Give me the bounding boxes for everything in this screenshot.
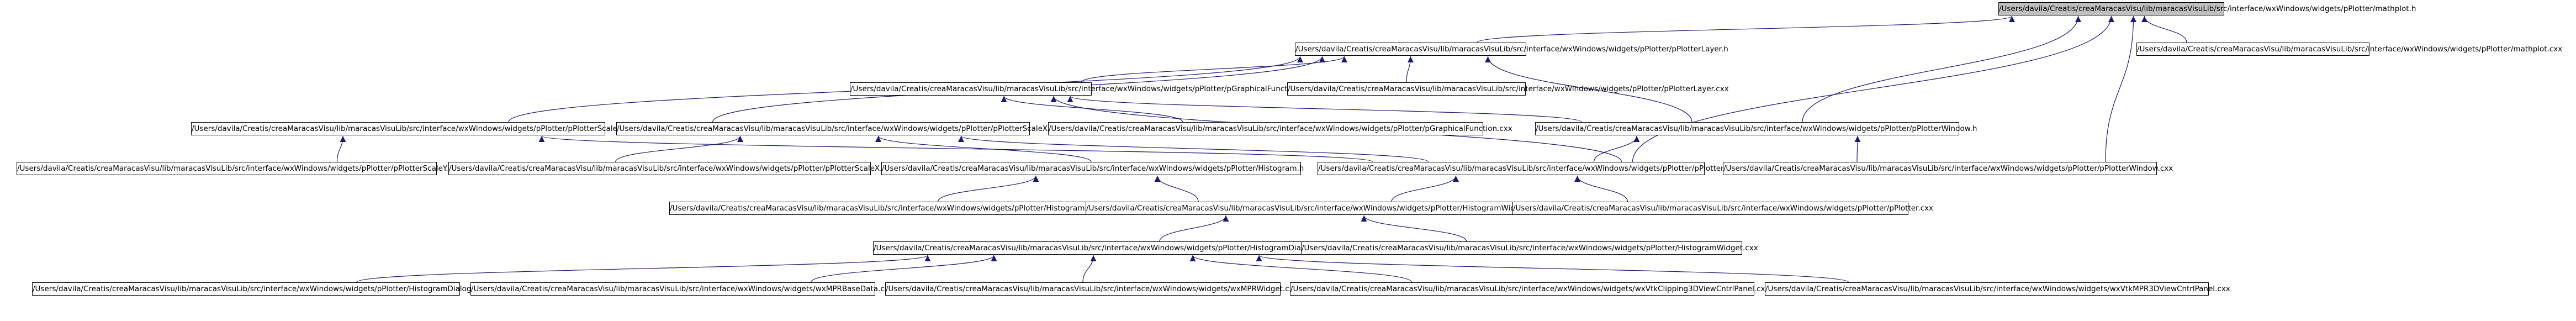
edge-plotterwindow_h-includes-graphicalfunction_h [1067, 96, 1582, 123]
edge-plotterwindow_cxx-includes-mathplot_h [2105, 15, 2136, 162]
edge-histogram_cxx-includes-histogram_h [937, 175, 1039, 202]
edge-histogramwidget_h-includes-histogram_h [1154, 175, 1199, 202]
node-pplotterlayer-h[interactable]: /Users/davila/Creatis/creaMaracasVisu/li… [1295, 43, 1728, 56]
node-pgraphicalfunction-cxx[interactable]: /Users/davila/Creatis/creaMaracasVisu/li… [1048, 122, 1512, 135]
edge-plotterscalex_cxx-includes-plotterscalex_h [615, 135, 743, 162]
edge-plotterwindow_cxx-includes-plotterwindow_h [1854, 135, 1861, 162]
edge-mpr3dviewcntrlpanel_cxx-includes-histogramdialog_h [1256, 255, 1849, 283]
node-histogram-h[interactable]: /Users/davila/Creatis/creaMaracasVisu/li… [881, 162, 1304, 175]
edge-clipping3dviewcntrlpanel_cxx-includes-histogramdialog_h [1189, 255, 1413, 283]
edge-plotterlayer_h-includes-mathplot_h [1476, 15, 2015, 43]
node-wxmprbasedata-cxx[interactable]: /Users/davila/Creatis/creaMaracasVisu/li… [470, 282, 893, 296]
node-pgraphicalfunction-h[interactable]: /Users/davila/Creatis/creaMaracasVisu/li… [850, 82, 1306, 96]
node-histogramdialog-h[interactable]: /Users/davila/Creatis/creaMaracasVisu/li… [873, 241, 1319, 255]
edge-plotter_h-includes-plotterwindow_h [1593, 135, 1640, 162]
edge-plotter_h-includes-plotterscaley_h [539, 135, 1374, 162]
edge-plotterwindow_h-includes-mathplot_h [1802, 15, 2081, 123]
edge-histogramdialog_h-includes-histogramwidget_h [1159, 215, 1229, 242]
edge-plotterlayer_cxx-includes-plotterlayer_h [1406, 56, 1414, 83]
edge-mathplot_cxx-includes-mathplot_h [2141, 15, 2187, 43]
edge-histogramdialog_cxx-includes-histogramdialog_h [356, 255, 931, 283]
node-pplotterscaley-cxx[interactable]: /Users/davila/Creatis/creaMaracasVisu/li… [17, 162, 461, 175]
node-pplotter-h[interactable]: /Users/davila/Creatis/creaMaracasVisu/li… [1318, 162, 1730, 175]
node-mathplot-h[interactable]: /Users/davila/Creatis/creaMaracasVisu/li… [1998, 2, 2416, 15]
node-histogram-cxx[interactable]: /Users/davila/Creatis/creaMaracasVisu/li… [669, 202, 1100, 215]
node-mathplot-cxx[interactable]: /Users/davila/Creatis/creaMaracasVisu/li… [2136, 43, 2562, 56]
node-wxvtkclipping3dviewcntrlpanel-cxx[interactable]: /Users/davila/Creatis/creaMaracasVisu/li… [1290, 282, 1770, 296]
node-wxmprwidget-cxx[interactable]: /Users/davila/Creatis/creaMaracasVisu/li… [885, 282, 1298, 296]
edge-histogram_h-includes-plotterscalex_h [875, 135, 1092, 162]
node-pplotter-cxx[interactable]: /Users/davila/Creatis/creaMaracasVisu/li… [1512, 202, 1933, 215]
node-pplotterwindow-h[interactable]: /Users/davila/Creatis/creaMaracasVisu/li… [1535, 122, 1977, 135]
edge-wxmprbasedata_cxx-includes-histogramdialog_h [810, 255, 997, 283]
edge-graphicalfunction_cxx-includes-graphicalfunction_h [1001, 96, 1183, 123]
edge-graphicalfunction_h-includes-plotterlayer_h [1081, 56, 1347, 83]
node-pplotterscalex-cxx[interactable]: /Users/davila/Creatis/creaMaracasVisu/li… [448, 162, 895, 175]
node-pplotterlayer-cxx[interactable]: /Users/davila/Creatis/creaMaracasVisu/li… [1287, 82, 1729, 96]
node-histogramdialog-cxx[interactable]: /Users/davila/Creatis/creaMaracasVisu/li… [32, 282, 486, 296]
node-histogramwidget-h[interactable]: /Users/davila/Creatis/creaMaracasVisu/li… [1086, 202, 1535, 215]
edge-plotter_cxx-includes-plotter_h [1574, 175, 1628, 202]
edge-plotterwindow_h-includes-plotterlayer_h [1485, 56, 1692, 123]
edge-wxmprwidget_cxx-includes-histogramdialog_h [1082, 255, 1097, 283]
node-pplotterscaley-h[interactable]: /Users/davila/Creatis/creaMaracasVisu/li… [191, 122, 627, 135]
node-wxvtkmpr3dviewcntrlpanel-cxx[interactable]: /Users/davila/Creatis/creaMaracasVisu/li… [1765, 282, 2230, 296]
edge-plotter_h-includes-plotterscalex_h [958, 135, 1429, 162]
node-pplotterscalex-h[interactable]: /Users/davila/Creatis/creaMaracasVisu/li… [616, 122, 1055, 135]
edge-histogramwidget_h-includes-plotter_h [1391, 175, 1459, 202]
edge-plotterscaley_cxx-includes-plotterscaley_h [336, 135, 346, 162]
node-pplotterwindow-cxx[interactable]: /Users/davila/Creatis/creaMaracasVisu/li… [1723, 162, 2173, 175]
node-histogramwidget-cxx[interactable]: /Users/davila/Creatis/creaMaracasVisu/li… [1301, 241, 1758, 255]
edge-histogramwidget_cxx-includes-histogramwidget_h [1361, 215, 1467, 242]
